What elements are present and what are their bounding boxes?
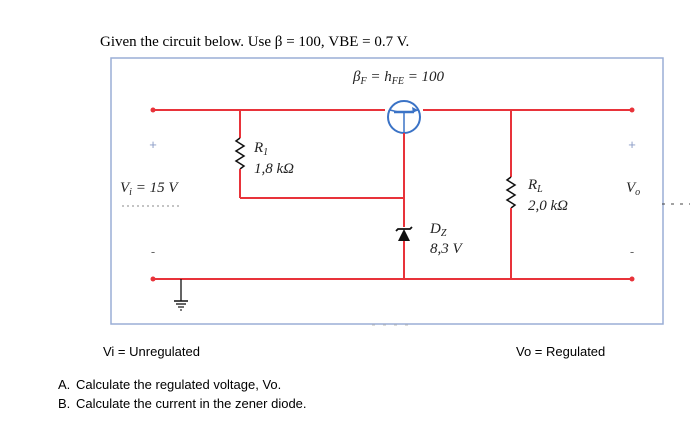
beta-label: βF = hFE = 100 bbox=[352, 69, 445, 87]
vi-minus: - bbox=[151, 244, 155, 259]
r1-value: 1,8 kΩ bbox=[254, 161, 294, 177]
task-a-letter: A. bbox=[58, 377, 71, 392]
transistor-arrow bbox=[412, 107, 418, 113]
dz-label: DZ bbox=[429, 221, 447, 239]
r1-resistor bbox=[234, 137, 246, 170]
vi-note: Vi = Unregulated bbox=[103, 344, 200, 359]
r1-label: R1 bbox=[253, 140, 268, 158]
bottom-right-terminal bbox=[629, 276, 635, 282]
circuit-frame bbox=[110, 57, 664, 325]
bottom-left-terminal bbox=[150, 276, 156, 282]
zener-diode bbox=[398, 229, 410, 241]
zener-bar bbox=[395, 226, 413, 232]
question-text: Given the circuit below. Use β = 100, VB… bbox=[100, 34, 410, 50]
vo-note: Vo = Regulated bbox=[516, 344, 606, 359]
task-list: A. Calculate the regulated voltage, Vo. B… bbox=[58, 375, 307, 413]
vo-label: Vo bbox=[626, 180, 640, 198]
task-b-text: Calculate the current in the zener diode… bbox=[76, 396, 307, 411]
top-left-terminal bbox=[150, 107, 156, 113]
vi-plus: + bbox=[149, 137, 157, 152]
dz-value: 8,3 V bbox=[430, 241, 464, 257]
rl-resistor bbox=[505, 176, 517, 209]
task-a-text: Calculate the regulated voltage, Vo. bbox=[76, 377, 282, 392]
top-right-terminal bbox=[629, 107, 635, 113]
rl-value: 2,0 kΩ bbox=[528, 198, 568, 214]
vi-label: Vi = 15 V bbox=[120, 180, 179, 198]
task-a: A. Calculate the regulated voltage, Vo. bbox=[58, 375, 307, 394]
vo-plus: + bbox=[628, 137, 636, 152]
task-b: B. Calculate the current in the zener dio… bbox=[58, 394, 307, 413]
vo-minus: - bbox=[630, 244, 634, 259]
transistor-collector bbox=[389, 109, 399, 113]
task-b-letter: B. bbox=[58, 396, 71, 411]
rl-label: RL bbox=[527, 177, 543, 195]
